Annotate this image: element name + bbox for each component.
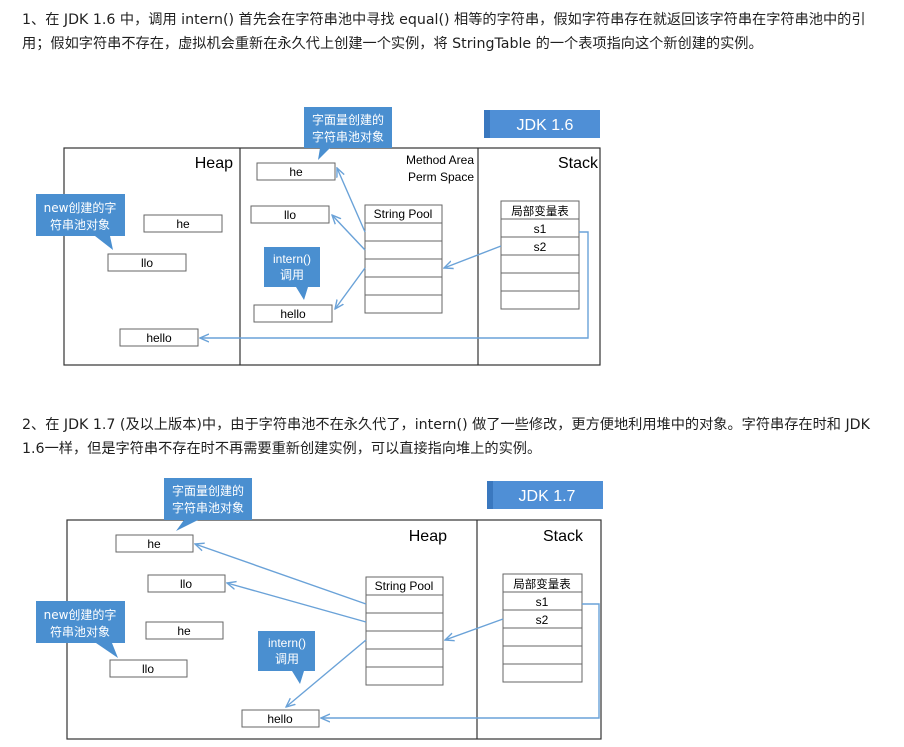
callout-new-jdk16: new创建的字 符串池对象: [36, 194, 125, 250]
version-tag-jdk16: JDK 1.6: [484, 110, 600, 138]
heap-string-llo-top: llo: [147, 574, 226, 593]
svg-text:llo: llo: [284, 208, 296, 222]
heap-string-he-mid: he: [145, 621, 224, 640]
svg-text:he: he: [176, 217, 190, 231]
local-variable-table: 局部变量表 s1 s2: [502, 573, 583, 683]
svg-text:字符串池对象: 字符串池对象: [312, 129, 384, 144]
svg-text:he: he: [147, 537, 161, 551]
callout-literal-jdk17: 字面量创建的 字符串池对象: [164, 478, 252, 531]
version-tag-label: JDK 1.7: [519, 488, 576, 505]
paragraph-jdk16: 1、在 JDK 1.6 中，调用 intern() 首先会在字符串池中寻找 eq…: [22, 12, 866, 52]
stack-title: Stack: [558, 155, 599, 172]
svg-text:hello: hello: [280, 307, 306, 321]
svg-text:符串池对象: 符串池对象: [50, 624, 110, 639]
version-tag-jdk17: JDK 1.7: [487, 481, 603, 509]
arrows-jdk17: [195, 544, 600, 718]
svg-text:hello: hello: [146, 331, 172, 345]
string-pool-title: String Pool: [374, 207, 433, 221]
svg-text:intern(): intern(): [273, 252, 311, 266]
string-pool-table: String Pool: [365, 576, 444, 686]
heap-string-hello: hello: [241, 709, 320, 728]
local-vars-title: 局部变量表: [511, 204, 569, 218]
svg-text:字面量创建的: 字面量创建的: [312, 112, 384, 127]
perm-string-llo: llo: [250, 205, 330, 224]
svg-text:he: he: [289, 165, 303, 179]
svg-text:hello: hello: [267, 712, 293, 726]
method-area-title: Method Area: [406, 153, 474, 167]
diagram-jdk17: JDK 1.7 Heap Stack he llo he llo hello: [36, 478, 603, 740]
callout-intern-jdk16: intern() 调用: [264, 247, 320, 300]
stack-title: Stack: [543, 528, 584, 545]
heap-string-hello: hello: [119, 328, 199, 347]
diagram-jdk16: JDK 1.6 Heap Method Area Perm Space Stac…: [36, 107, 601, 366]
heap-title: Heap: [195, 155, 233, 172]
svg-text:llo: llo: [142, 662, 154, 676]
heap-title: Heap: [409, 528, 447, 545]
version-tag-label: JDK 1.6: [517, 117, 574, 134]
svg-text:字符串池对象: 字符串池对象: [172, 500, 244, 515]
svg-text:字面量创建的: 字面量创建的: [172, 483, 244, 498]
svg-text:符串池对象: 符串池对象: [50, 217, 110, 232]
callout-intern-jdk17: intern() 调用: [258, 631, 315, 684]
svg-text:llo: llo: [141, 256, 153, 270]
var-s2: s2: [534, 240, 547, 254]
perm-string-hello: hello: [253, 304, 333, 323]
svg-text:he: he: [177, 624, 191, 638]
perm-string-he: he: [256, 162, 336, 181]
heap-string-llo: llo: [107, 253, 187, 272]
string-pool-table: String Pool: [364, 204, 443, 314]
var-s2: s2: [536, 613, 549, 627]
var-s1: s1: [534, 222, 547, 236]
svg-text:new创建的字: new创建的字: [44, 607, 117, 622]
local-vars-title: 局部变量表: [513, 577, 571, 591]
heap-string-llo-bottom: llo: [109, 659, 188, 678]
var-s1: s1: [536, 595, 549, 609]
svg-text:llo: llo: [180, 577, 192, 591]
svg-text:new创建的字: new创建的字: [44, 200, 117, 215]
local-variable-table: 局部变量表 s1 s2: [500, 200, 580, 310]
callout-new-jdk17: new创建的字 符串池对象: [36, 601, 125, 658]
svg-text:intern(): intern(): [268, 636, 306, 650]
svg-text:调用: 调用: [280, 268, 304, 282]
string-pool-title: String Pool: [375, 579, 434, 593]
heap-string-he-top: he: [115, 534, 194, 553]
heap-string-he: he: [143, 214, 223, 233]
svg-text:调用: 调用: [275, 652, 299, 666]
callout-literal-jdk16: 字面量创建的 字符串池对象: [304, 107, 392, 160]
arrows-jdk16: [200, 168, 589, 338]
perm-space-title: Perm Space: [408, 170, 474, 184]
paragraph-jdk17: 2、在 JDK 1.7 (及以上版本)中，由于字符串池不在永久代了，intern…: [22, 417, 870, 457]
